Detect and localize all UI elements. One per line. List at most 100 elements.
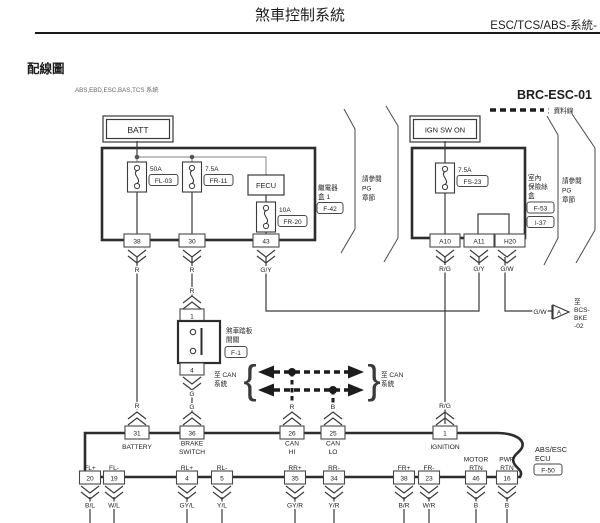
fuse-fr20-code-box [277, 215, 308, 227]
wire-color: B [474, 503, 479, 510]
terminal-pin: 19 [110, 476, 118, 483]
wire-color: G/W [533, 309, 547, 316]
branch-dest-3: BKE [574, 315, 588, 322]
ecu-pin-label: BRAKE [181, 441, 204, 448]
switch-contact [189, 328, 197, 336]
switch-name-1: 煞車踏板 [226, 326, 253, 335]
terminal-pin: 26 [288, 431, 296, 438]
terminal-pin: H20 [504, 239, 516, 246]
terminal-box [495, 470, 519, 485]
relay-terminals: 38 30 43 R R G/Y [123, 233, 280, 276]
relay-box: 50A FL-03 7.5A FR-11 FECU 10A FR-20 繼電器 … [100, 141, 382, 242]
wire-color: R [290, 404, 295, 411]
bus-junction-dot [134, 154, 140, 160]
connector-chevron [323, 411, 343, 426]
ecu-pin-label: HI [289, 449, 296, 456]
can-junction-dot [288, 368, 296, 376]
ecu-code-box [533, 463, 563, 476]
terminal-pin: 4 [185, 476, 189, 483]
terminal-pin: 43 [262, 239, 270, 246]
relay-box-name-2: 盒 1 [318, 192, 330, 201]
wire-color: R [135, 267, 140, 274]
wire-color: B [331, 404, 336, 411]
fuse-fr11-code-box [203, 174, 234, 186]
wire-color: W/R [423, 503, 436, 510]
diagram-code: BRC-ESC-01 [517, 88, 592, 102]
terminal-box [494, 233, 526, 248]
ign-source: IGN SW ON [409, 115, 481, 143]
abs-esc-ecu: BATTERY BRAKE SWITCH CAN HI CAN LO IGNIT… [83, 431, 568, 479]
interior-name-3: 盒 [528, 191, 535, 200]
terminal-pin: 23 [425, 476, 433, 483]
ecu-pin-label: PWR [499, 457, 515, 464]
ecu-top-terminals: R G R B R/G 31 36 26 25 1 [124, 402, 458, 440]
can-right-brace: } [367, 358, 380, 402]
terminal-box [320, 425, 346, 440]
ecu-pin-label: RR- [328, 465, 340, 472]
can-left-label-2: 系統 [214, 379, 228, 388]
ecu-pin-label: LO [329, 449, 338, 456]
ecu-name-2: ECU [535, 454, 551, 463]
terminal-pin: A11 [473, 239, 485, 246]
terminal-box [178, 233, 206, 248]
interior-code2-box [526, 216, 555, 228]
relay-box-code-box [316, 202, 344, 214]
refer-brackets [340, 105, 596, 266]
connector-chevron [182, 376, 202, 391]
ecu-bottom-terminals: FL+ FL- RL+ RL- RR+ RR- FR+ FR- MOTOR RT… [78, 457, 519, 523]
wire-color: GY/L [179, 503, 194, 510]
wire-color: Y/L [217, 503, 227, 510]
ecu-pin-label: IGNITION [430, 444, 460, 451]
branch-dest-4: -02 [574, 323, 584, 330]
ecu-pin-label: RL+ [181, 465, 193, 472]
fuse-fr11-amp: 7.5A [205, 166, 219, 173]
wire-43-to-a11 [265, 257, 480, 312]
fuse-fl03-amp: 50A [150, 166, 162, 173]
terminal-pin: 25 [329, 431, 337, 438]
wire-color: W/L [108, 503, 120, 510]
fuse-fl03-code: FL-03 [155, 178, 173, 185]
can-arrow-right [348, 383, 364, 397]
interior-code-2: I-37 [535, 220, 547, 227]
ecu-pin-label: FL- [109, 465, 119, 472]
terminal-pin: 31 [133, 431, 141, 438]
fuse-fr20-symbol [255, 201, 277, 233]
can-junction-dot [329, 386, 337, 394]
terminal-box [179, 425, 205, 440]
wire-h20-branch [504, 257, 552, 312]
terminal-box [123, 233, 151, 248]
can-right-label-1: 至 CAN [381, 371, 404, 379]
wire-color: R [190, 288, 195, 295]
switch-contact [189, 347, 197, 355]
terminal-box [432, 425, 458, 440]
relay-refer-3: 章節 [362, 193, 376, 202]
ecu-name-1: ABS/ESC [535, 445, 568, 454]
terminal-box [417, 470, 441, 485]
interior-name-2: 保險絲 [528, 182, 548, 191]
terminal-pin: 38 [133, 239, 141, 246]
ecu-pin-label: MOTOR [464, 457, 489, 464]
ecu-pin-label: CAN [285, 441, 299, 448]
terminal-pin: 36 [188, 431, 196, 438]
terminal-pin: 38 [400, 476, 408, 483]
can-left-label-1: 至 CAN [214, 371, 237, 379]
wire-color: B/R [399, 503, 410, 510]
interior-refer-1: 請參閱 [562, 176, 582, 185]
terminal-pin: 20 [86, 476, 94, 483]
wire-color: B/L [85, 503, 95, 510]
ecu-outline [83, 431, 524, 479]
fuse-fl03-code-box [148, 174, 179, 186]
relay-box-code: F-42 [323, 206, 337, 213]
terminal-box [464, 470, 488, 485]
branch-dest-2: BCS- [574, 307, 590, 314]
connector-chevron [182, 411, 202, 426]
relay-refer-2: PG [362, 186, 372, 193]
wire-color: G [189, 391, 194, 398]
wire-color: G [189, 404, 194, 411]
wire-color: R [190, 267, 195, 274]
subtitle: 配線圖 [27, 61, 65, 76]
switch-name-2: 開關 [226, 336, 240, 344]
terminal-box [175, 470, 199, 485]
